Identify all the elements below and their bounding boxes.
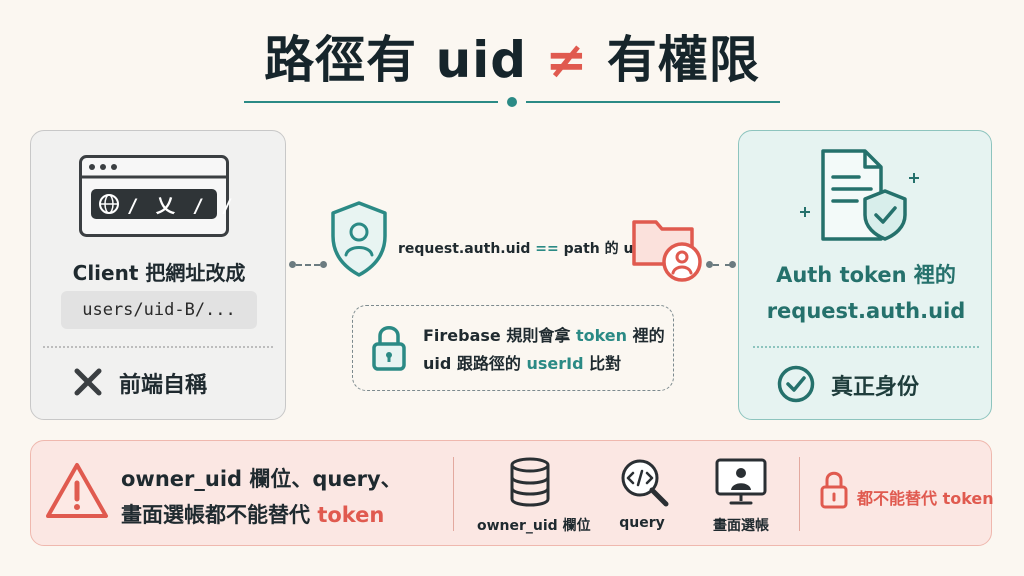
connector-line [296,264,320,266]
user-shield-icon [331,201,387,277]
url-path-glyphs: / 乂 / / [127,195,236,217]
warning-text-line1: owner_uid 欄位、query、 [121,467,402,491]
not-equal-sign: ≠ [545,31,589,89]
connector-dot [706,261,713,268]
cannot-replace-token-label: 都不能替代 token [857,489,994,508]
warning-line2-prefix: 畫面選帳都不能替代 [121,503,310,527]
warning-banner: owner_uid 欄位、query、 畫面選帳都不能替代 token owne… [30,440,994,546]
compare-left: request.auth.uid [398,241,531,257]
rule-line1-suffix: 裡的 [632,326,665,345]
warning-line2-token: token [317,503,385,527]
compare-operator: == [535,241,559,257]
code-search-icon [621,459,669,507]
warning-text-line2: 畫面選帳都不能替代 token [121,499,384,529]
auth-footer: 真正身份 [831,375,920,400]
auth-token-title-line1: Auth token 裡的 [776,263,956,287]
database-label: owner_uid 欄位 [477,518,591,534]
title-main: 路徑有 uid [264,31,528,89]
auth-token-title-line2: request.auth.uid [766,299,966,323]
auth-divider [753,346,979,348]
url-value: users/uid-B/... [61,291,257,329]
check-circle-icon [777,365,815,403]
client-footer: 前端自稱 [119,373,208,398]
connector-dot [289,261,296,268]
lock-icon [372,326,406,371]
banner-separator [453,457,454,531]
rule-line2-suffix: 比對 [589,354,622,373]
title-rule-dot [507,97,517,107]
client-divider [43,346,273,348]
banner-separator [799,457,800,531]
account-select-label: 畫面選帳 [713,518,769,534]
user-monitor-icon [715,458,767,505]
connector-dot [729,261,736,268]
page-title: 路徑有 uid ≠ 有權限 [0,20,1024,92]
connector-line [713,264,731,266]
warning-icon [46,463,108,518]
rule-text-line2: uid 跟路徑的 userId 比對 [423,350,621,374]
client-label: Client 把網址改成 [72,261,246,285]
rule-line2-prefix: uid 跟路徑的 [423,354,521,373]
lock-icon [820,471,848,509]
connector-dot [320,261,327,268]
browser-window-icon [79,155,229,237]
user-folder-icon [632,220,702,282]
auth-token-card: Auth token 裡的 request.auth.uid 真正身份 [738,130,992,420]
client-card: / 乂 / / Client 把網址改成 users/uid-B/... 前端自… [30,130,286,420]
rule-line2-userid: userId [526,354,584,373]
rule-line1-prefix: Firebase 規則會拿 [423,326,571,345]
document-shield-icon [800,149,919,241]
title-rule-left [244,101,498,103]
title-rule-right [526,101,780,103]
rule-line1-token: token [575,326,628,345]
close-icon [74,368,102,396]
title-rest: 有權限 [606,31,760,89]
database-icon [510,457,550,507]
firebase-rule-note: Firebase 規則會拿 token 裡的 uid 跟路徑的 userId 比… [352,305,674,391]
rule-text-line1: Firebase 規則會拿 token 裡的 [423,322,665,346]
query-label: query [619,515,665,531]
auth-token-title: Auth token 裡的 request.auth.uid [739,257,993,329]
